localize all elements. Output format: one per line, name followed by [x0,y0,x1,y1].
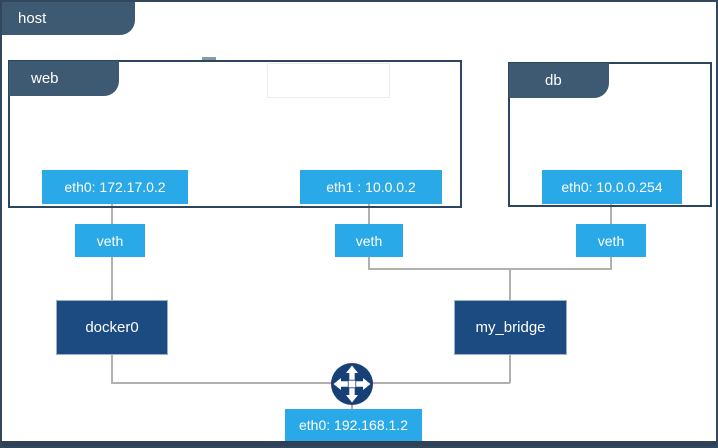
interface-eth1-web-label: eth1 : 10.0.0.2 [326,179,416,195]
veth-label: veth [355,232,383,249]
connector-line [111,257,113,300]
artifact-tick [202,57,216,60]
connector-line [509,268,511,300]
connector-line [509,355,511,383]
empty-node [267,63,390,98]
veth-db-eth0: veth [576,224,646,257]
connector-line [111,204,113,224]
container-db-tab: db [509,63,609,98]
host-label-tab: host [2,2,135,35]
veth-web-eth0: veth [75,224,145,257]
connector-line [610,257,612,270]
connector-line [368,204,370,224]
container-db: db eth0: 10.0.0.254 [508,62,712,207]
host-interface-eth0-label: eth0: 192.168.1.2 [299,417,408,433]
container-web-tab: web [9,61,119,96]
host-label: host [18,10,47,27]
container-web: web eth0: 172.17.0.2 eth1 : 10.0.0.2 [8,57,462,208]
host-bottom-border [2,441,716,446]
interface-eth0-web: eth0: 172.17.0.2 [42,170,188,204]
interface-eth1-web: eth1 : 10.0.0.2 [300,170,442,204]
veth-label: veth [96,232,124,249]
container-web-label: web [31,70,59,87]
router-icon [330,362,374,406]
connector-line [370,382,510,384]
bridge-docker0: docker0 [56,300,168,355]
interface-eth0-db: eth0: 10.0.0.254 [542,170,682,204]
host-interface-eth0: eth0: 192.168.1.2 [285,409,422,441]
bridge-docker0-label: docker0 [85,319,139,336]
connector-line [610,204,612,224]
veth-web-eth1: veth [335,224,403,257]
bridge-my-bridge: my_bridge [454,300,567,355]
interface-eth0-web-label: eth0: 172.17.0.2 [64,179,166,195]
connector-line [111,355,113,383]
container-db-label: db [545,72,562,89]
connector-line [111,382,337,384]
connector-line [368,268,612,270]
bridge-my-bridge-label: my_bridge [475,319,546,336]
connector-line [368,257,370,270]
veth-label: veth [597,232,625,249]
interface-eth0-db-label: eth0: 10.0.0.254 [561,179,663,195]
connector-line [351,402,353,410]
